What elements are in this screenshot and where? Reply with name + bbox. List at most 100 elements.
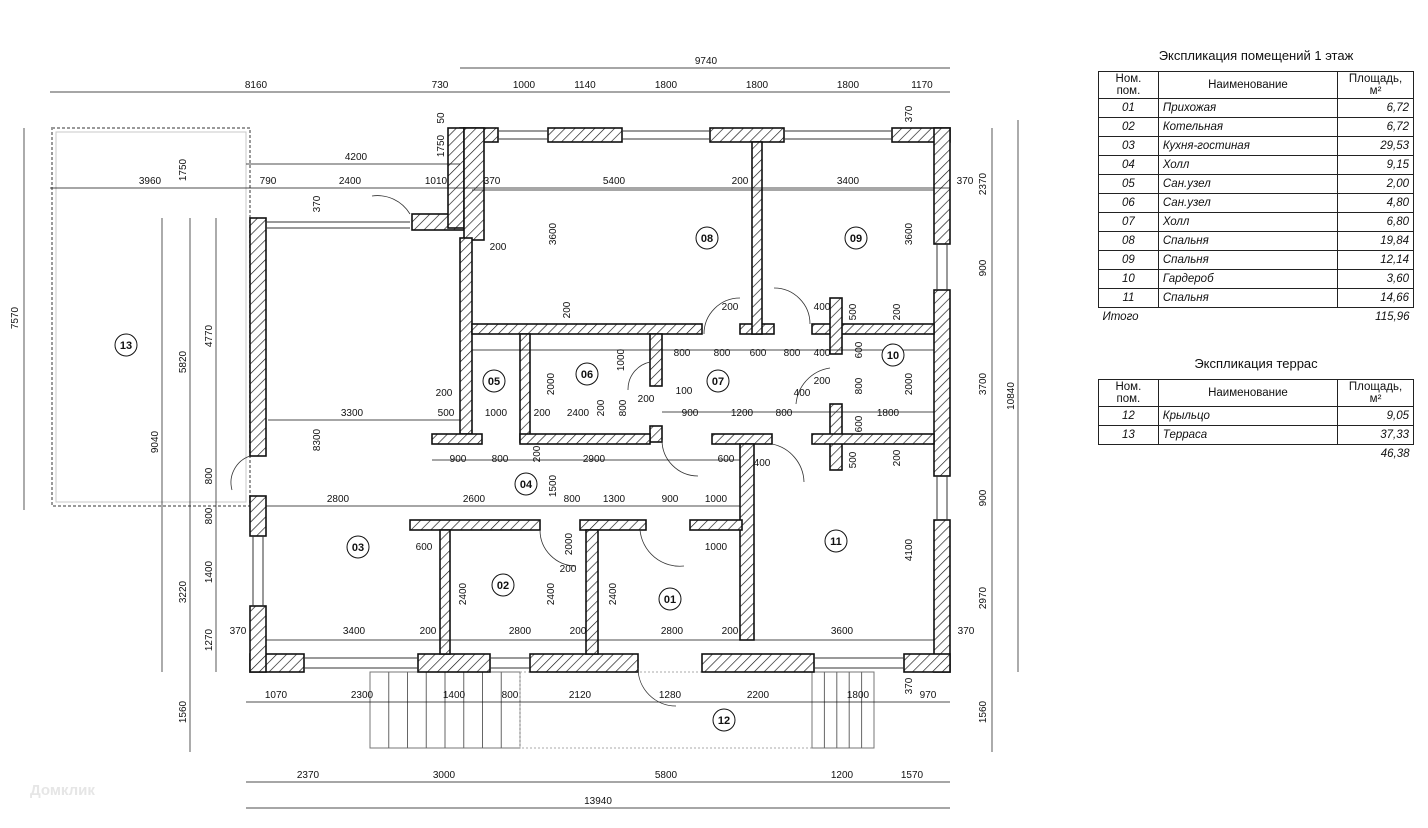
dimension-label: 200 bbox=[596, 399, 607, 416]
room-marker-circle bbox=[695, 226, 719, 250]
room-area: 4,80 bbox=[1337, 193, 1414, 213]
dimension-label: 600 bbox=[854, 415, 865, 432]
dimension-label: 370 bbox=[958, 626, 975, 637]
room-name: Спальня bbox=[1157, 231, 1339, 251]
dimension-label: 9040 bbox=[150, 430, 161, 453]
dimension-label: 900 bbox=[978, 489, 989, 506]
dimension-label: 970 bbox=[920, 690, 937, 701]
room-marker-label: 01 bbox=[664, 594, 676, 606]
dimension-label: 8300 bbox=[312, 428, 323, 451]
dimension-label: 500 bbox=[848, 303, 859, 320]
room-marker-label: 07 bbox=[712, 376, 724, 388]
terrace-table-header: Ном. пом. Наименование Площадь, м² bbox=[1098, 379, 1414, 407]
dimension-label: 200 bbox=[892, 449, 903, 466]
room-area: 6,72 bbox=[1337, 98, 1414, 118]
dimension-label: 3300 bbox=[341, 408, 364, 419]
dimension-label: 1800 bbox=[746, 80, 769, 91]
room-marker-label: 02 bbox=[497, 580, 509, 592]
dimension-label: 200 bbox=[490, 242, 507, 253]
room-area: 37,33 bbox=[1337, 425, 1414, 445]
dimension-label: 800 bbox=[618, 399, 629, 416]
dimension-label: 200 bbox=[814, 376, 831, 387]
room-number: 01 bbox=[1098, 98, 1159, 118]
room-area: 19,84 bbox=[1337, 231, 1414, 251]
room-marker-label: 06 bbox=[581, 369, 593, 381]
dimension-label: 1070 bbox=[265, 690, 288, 701]
windows bbox=[252, 130, 948, 669]
room-area: 12,14 bbox=[1337, 250, 1414, 270]
dimension-label: 730 bbox=[432, 80, 449, 91]
dimension-label: 4200 bbox=[345, 152, 368, 163]
room-marker-circle bbox=[491, 573, 515, 597]
dimension-label: 370 bbox=[904, 677, 915, 694]
dimension-label: 370 bbox=[230, 626, 247, 637]
dimension-label: 2400 bbox=[567, 408, 590, 419]
dimension-label: 370 bbox=[957, 176, 974, 187]
watermark-logo: Домклик bbox=[30, 782, 95, 799]
room-marker-circle bbox=[575, 362, 599, 386]
room-marker-circle bbox=[114, 333, 138, 357]
dimension-label: 3600 bbox=[904, 222, 915, 245]
header-name: Наименование bbox=[1157, 379, 1339, 407]
dimension-label: 400 bbox=[814, 348, 831, 359]
dimension-label: 1560 bbox=[978, 700, 989, 723]
room-marker-label: 12 bbox=[718, 715, 730, 727]
walls bbox=[249, 127, 951, 673]
dimension-label: 2120 bbox=[569, 690, 592, 701]
header-number: Ном. пом. bbox=[1098, 379, 1159, 407]
dimension-label: 800 bbox=[492, 454, 509, 465]
room-marker-label: 08 bbox=[701, 233, 713, 245]
dimension-label: 1010 bbox=[425, 176, 448, 187]
room-area: 29,53 bbox=[1337, 136, 1414, 156]
terrace-total-row: 46,38 bbox=[1099, 445, 1414, 464]
dimension-label: 1570 bbox=[901, 770, 924, 781]
rooms-table-panel: Экспликация помещений 1 этаж Ном. пом. Н… bbox=[1098, 48, 1414, 326]
header-area: Площадь, м² bbox=[1337, 379, 1414, 407]
dimension-label: 1560 bbox=[178, 700, 189, 723]
room-marker-circle bbox=[881, 343, 905, 367]
dimension-label: 5400 bbox=[603, 176, 626, 187]
dimension-label: 5820 bbox=[178, 350, 189, 373]
dimension-label: 900 bbox=[450, 454, 467, 465]
dimension-label: 1800 bbox=[877, 408, 900, 419]
header-number: Ном. пом. bbox=[1098, 71, 1159, 99]
room-number: 04 bbox=[1098, 155, 1159, 175]
dimension-label: 2800 bbox=[327, 494, 350, 505]
room-marker-label: 05 bbox=[488, 376, 500, 388]
room-area: 14,66 bbox=[1337, 288, 1414, 308]
dimension-label: 600 bbox=[854, 341, 865, 358]
dimension-label: 3400 bbox=[837, 176, 860, 187]
room-marker-circle bbox=[346, 535, 370, 559]
room-name: Спальня bbox=[1157, 288, 1339, 308]
dimension-label: 800 bbox=[854, 377, 865, 394]
dimension-label: 1800 bbox=[837, 80, 860, 91]
dimension-label: 500 bbox=[848, 451, 859, 468]
dimension-label: 800 bbox=[564, 494, 581, 505]
dimension-label: 9740 bbox=[695, 56, 718, 67]
dimension-label: 1140 bbox=[574, 80, 596, 91]
terrace-table-title: Экспликация террас bbox=[1194, 356, 1318, 371]
dimension-label: 1000 bbox=[513, 80, 536, 91]
room-number: 13 bbox=[1098, 425, 1159, 445]
dimension-label: 1400 bbox=[204, 560, 215, 583]
room-name: Прихожая bbox=[1157, 98, 1339, 118]
rooms-total-label: Итого bbox=[1102, 311, 1139, 323]
dimension-label: 3700 bbox=[978, 372, 989, 395]
room-name: Холл bbox=[1157, 155, 1339, 175]
room-number: 11 bbox=[1098, 288, 1159, 308]
room-marker-circle bbox=[706, 369, 730, 393]
room-name: Спальня bbox=[1157, 250, 1339, 270]
room-number: 12 bbox=[1098, 406, 1159, 426]
room-marker-label: 03 bbox=[352, 542, 364, 554]
dimension-label: 200 bbox=[436, 388, 453, 399]
rooms-table-title: Экспликация помещений 1 этаж bbox=[1158, 48, 1354, 63]
rooms-table-header: Ном. пом. Наименование Площадь, м² bbox=[1098, 71, 1414, 99]
